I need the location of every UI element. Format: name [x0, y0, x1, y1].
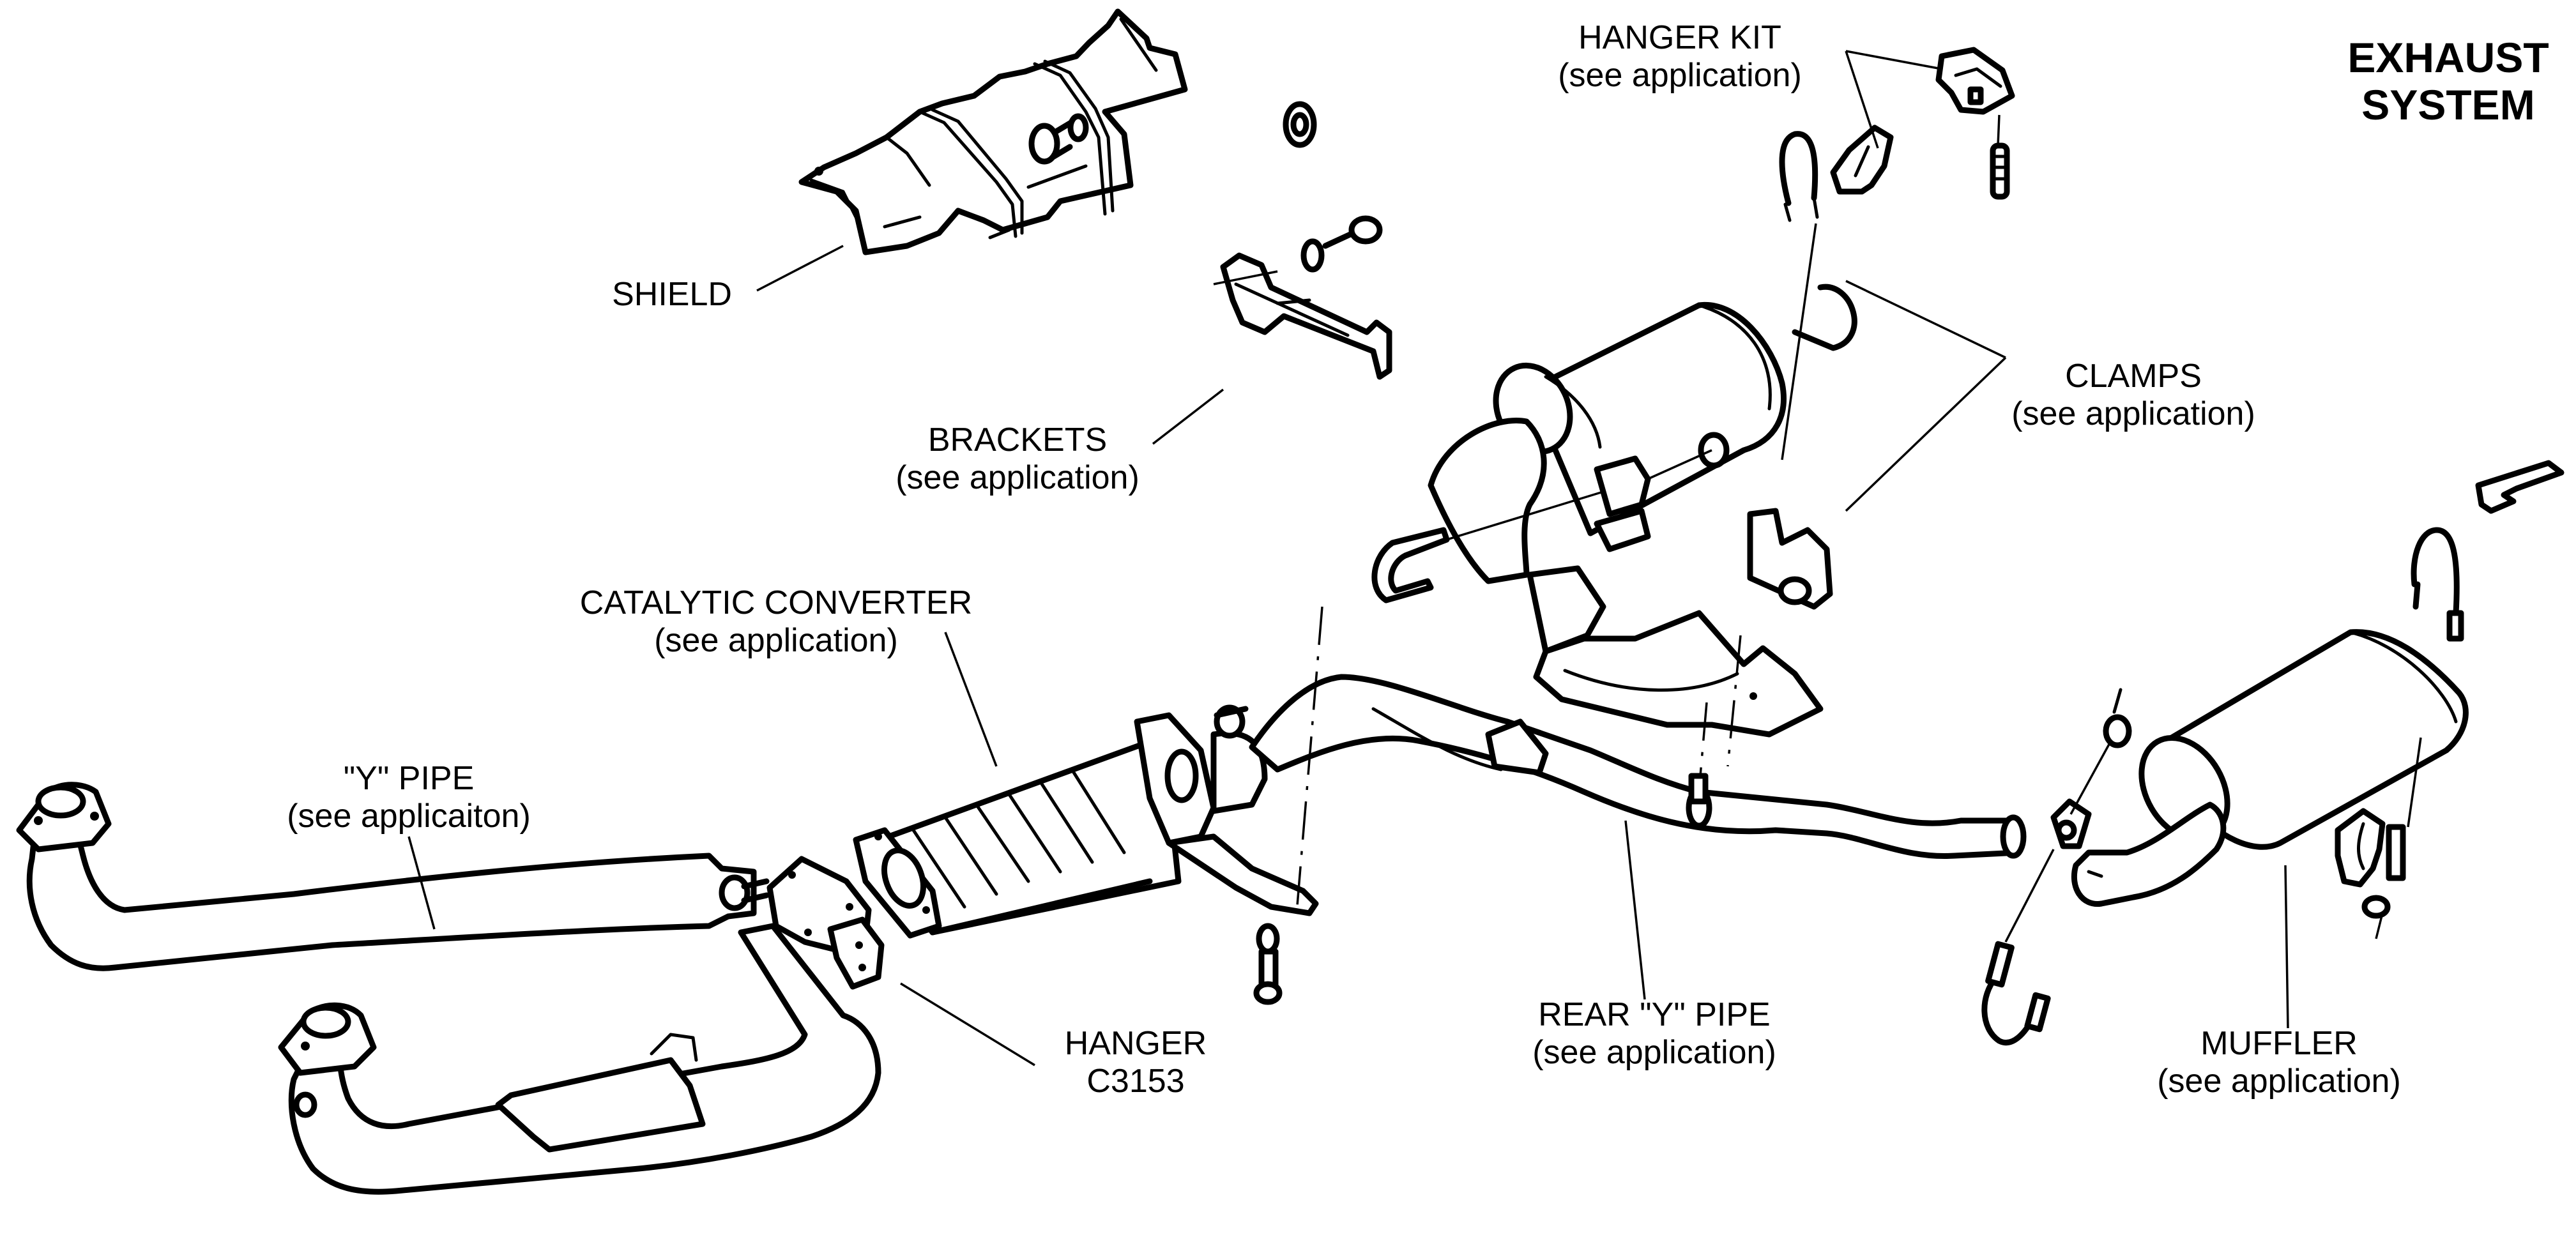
hanger-kit-part — [1830, 47, 2015, 200]
label-y-pipe-name: "Y" PIPE — [343, 760, 475, 797]
diagram-title: EXHAUST SYSTEM — [2347, 34, 2549, 129]
label-y-pipe-note: (see applicaiton) — [287, 797, 531, 835]
catalytic-converter-leader — [944, 632, 998, 767]
y-pipe-leader — [408, 836, 436, 930]
rear-y-pipe-leader — [1624, 820, 1646, 1000]
shield-leader — [756, 245, 844, 292]
title-line-2: SYSTEM — [2361, 80, 2535, 128]
label-hanger-part-number: C3153 — [1086, 1062, 1185, 1100]
label-clamps: CLAMPS (see application) — [2011, 358, 2255, 433]
label-brackets-note: (see application) — [896, 459, 1139, 496]
clamps-leader — [1845, 280, 2007, 512]
label-catalytic-converter-note: (see application) — [654, 621, 898, 659]
label-hanger: HANGER C3153 — [1065, 1025, 1207, 1100]
label-muffler-note: (see application) — [2157, 1062, 2401, 1100]
label-hanger-name: HANGER — [1064, 1025, 1207, 1062]
leader-lines — [408, 245, 2007, 1066]
label-rear-y-pipe-note: (see application) — [1532, 1033, 1776, 1071]
label-catalytic-converter-name: CATALYTIC CONVERTER — [579, 584, 973, 621]
label-muffler-name: MUFFLER — [2200, 1025, 2358, 1062]
muffler-part — [2050, 629, 2469, 1029]
label-catalytic-converter: CATALYTIC CONVERTER (see application) — [580, 584, 972, 660]
hanger-leader — [900, 982, 1035, 1066]
label-muffler: MUFFLER (see application) — [2157, 1025, 2401, 1100]
brackets-leader — [1152, 388, 1224, 445]
label-brackets: BRACKETS (see application) — [896, 421, 1139, 497]
rear-y-pipe-part — [1249, 674, 2027, 859]
label-brackets-name: BRACKETS — [927, 421, 1108, 459]
hanger-c3153-part — [827, 916, 885, 990]
label-clamps-note: (see application) — [2011, 395, 2255, 432]
front-y-pipe-part — [16, 782, 881, 1195]
label-rear-y-pipe-name: REAR "Y" PIPE — [1538, 996, 1771, 1033]
title-line-1: EXHAUST — [2347, 34, 2549, 81]
bracket-part — [1213, 215, 1392, 380]
label-y-pipe: "Y" PIPE (see applicaiton) — [287, 760, 531, 835]
catalytic-converter-part — [853, 704, 1319, 939]
label-hanger-kit-note: (see application) — [1558, 56, 1802, 94]
label-clamps-name: CLAMPS — [2065, 358, 2202, 395]
support-plate — [1533, 610, 1824, 767]
resonator-part — [1428, 284, 1857, 655]
resonator-clamp — [1371, 131, 1833, 610]
converter-fasteners — [1253, 606, 1323, 1005]
heat-shield-part — [798, 8, 1188, 255]
shield-bolt — [1028, 101, 1317, 165]
label-hanger-kit: HANGER KIT (see application) — [1558, 19, 1802, 95]
label-rear-y-pipe: REAR "Y" PIPE (see application) — [1532, 996, 1776, 1072]
label-shield: SHIELD — [612, 276, 732, 314]
label-hanger-kit-name: HANGER KIT — [1578, 19, 1781, 56]
label-shield-name: SHIELD — [612, 276, 732, 313]
muffler-clamps — [1981, 460, 2565, 1046]
